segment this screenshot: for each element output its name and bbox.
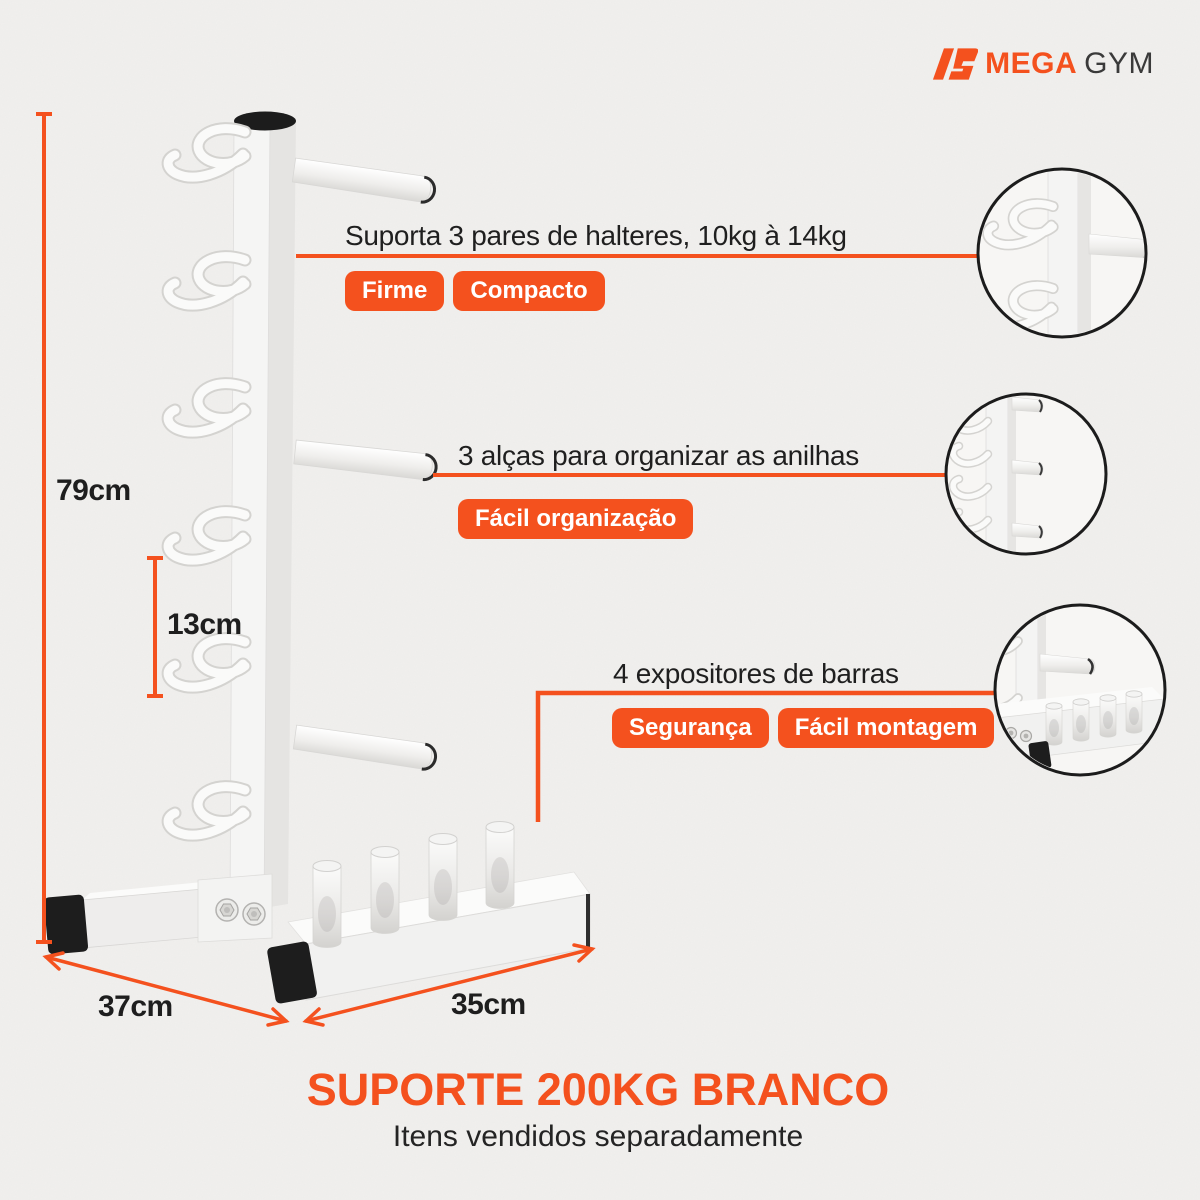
annotation-halteres: Suporta 3 pares de halteres, 10kg à 14kg: [345, 220, 847, 251]
inset-circle-bar-holders-detail: [993, 603, 1167, 777]
annotation-expositores: 4 expositores de barras: [613, 658, 899, 689]
badge-facil-organizacao: Fácil organização: [458, 499, 694, 539]
hook-spacing-dimension-line: [147, 556, 163, 698]
badge-row-alcas: Fácil organização: [458, 499, 694, 539]
connector-expositores: [535, 690, 995, 822]
annotation-alcas: 3 alças para organizar as anilhas: [458, 440, 860, 471]
front-bar-beam: [267, 821, 591, 1004]
dimension-label-base-width: 35cm: [451, 988, 526, 1021]
base-width-arrow: [302, 943, 596, 1027]
brand-name-secondary: GYM: [1084, 47, 1154, 80]
product-rack: [44, 111, 591, 1004]
badge-compacto: Compacto: [453, 271, 605, 311]
badge-row-halteres: Firme Compacto: [345, 271, 605, 311]
base-depth-arrow: [42, 951, 290, 1027]
inset-circle-handles-detail: [944, 392, 1108, 556]
brand-logo: MEGA GYM: [932, 44, 1154, 84]
front-foot-cap: [267, 941, 317, 1004]
height-dimension-line: [36, 112, 52, 944]
badge-facil-montagem: Fácil montagem: [777, 708, 995, 748]
bolt: [215, 898, 239, 922]
callout-connectors: [296, 254, 995, 822]
dimension-label-hook-spacing: 13cm: [167, 608, 242, 641]
dimension-label-base-depth: 37cm: [98, 990, 173, 1023]
bolt: [242, 902, 266, 926]
base-junction: [197, 873, 273, 943]
rear-foot-cap: [44, 894, 89, 955]
product-subtitle: Itens vendidos separadamente: [392, 1120, 804, 1153]
badge-seguranca: Segurança: [612, 708, 769, 748]
badge-row-expositores: Segurança Fácil montagem: [612, 708, 995, 748]
product-title: SUPORTE 200KG BRANCO: [306, 1064, 890, 1115]
brand-name-primary: MEGA: [985, 47, 1078, 80]
post-top-cap: [234, 111, 296, 131]
inset-circle-hooks-detail: [976, 167, 1148, 339]
dimension-label-height: 79cm: [56, 474, 131, 507]
badge-firme: Firme: [345, 271, 445, 311]
megagym-mark-icon: [933, 48, 979, 80]
